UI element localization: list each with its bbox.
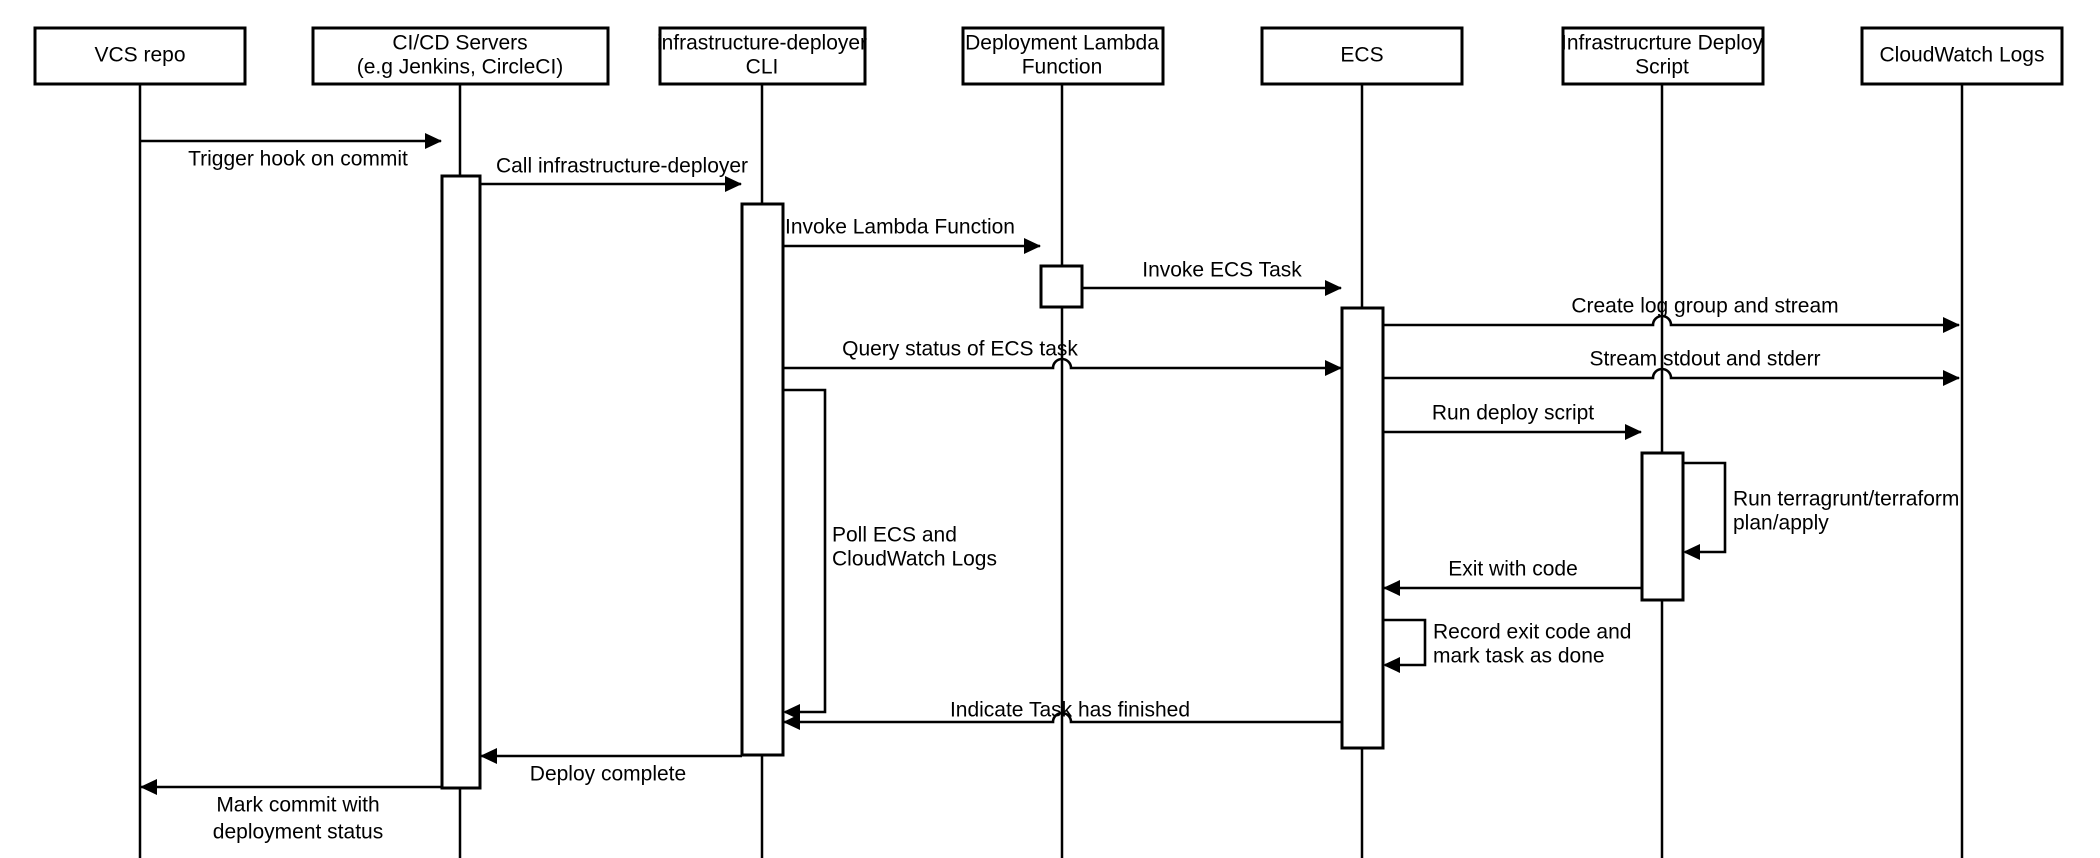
participant-box-cicd [311,26,610,86]
participant-box-ecs [1260,26,1464,86]
message-line-m10 [784,711,1342,724]
participant-box-vcs [33,26,247,86]
arrowhead-m5 [1943,317,1960,333]
self-message-label-deploy: plan/apply [1733,512,1829,535]
arrowhead-m3 [1024,238,1041,254]
message-label-m3: Invoke Lambda Function [785,216,1015,239]
self-message-label-ecs: Record exit code and [1433,621,1631,644]
participant-label-logs: CloudWatch Logs [1880,44,2045,67]
message-label-m2: Call infrastructure-deployer [496,155,748,178]
participant-label-lambda: Function [1022,56,1103,79]
arrowhead-m9 [1383,580,1400,596]
message-label-m7: Stream stdout and stderr [1589,348,1820,371]
activation-bar-ecs [1340,306,1385,750]
arrowhead-m11 [480,748,497,764]
message-label-m11: Deploy complete [530,763,686,786]
message-label-m6: Query status of ECS task [842,338,1078,361]
message-m7[interactable]: Stream stdout and stderr [1383,348,1960,386]
lifelines-layer [138,84,1964,858]
message-m4[interactable]: Invoke ECS Task [1082,259,1342,296]
self-message-line-cli [783,388,827,714]
message-line-m6 [783,357,1341,370]
arrowhead-m1 [425,133,442,149]
participant-label-cicd: (e.g Jenkins, CircleCI) [357,56,564,79]
participant-label-cli: CLI [746,56,779,79]
arrowhead-m12 [140,779,157,795]
message-m6[interactable]: Query status of ECS task [783,338,1342,376]
message-label-m8: Run deploy script [1432,402,1594,425]
message-label-m12: Mark commit with [216,794,379,817]
message-label-m9: Exit with code [1448,558,1578,581]
participant-box-deploy [1561,26,1765,86]
activation-bar-deploy [1640,451,1685,602]
self-message-line-ecs [1383,618,1427,667]
arrowhead-m6 [1325,360,1342,376]
message-label-m5: Create log group and stream [1571,295,1838,318]
message-m12[interactable]: Mark commit with [140,779,442,817]
message-line-m5 [1383,314,1959,327]
participant-box-lambda [961,26,1165,86]
participant-box-cli [658,26,867,86]
participant-cicd[interactable]: CI/CD Servers(e.g Jenkins, CircleCI) [311,26,610,86]
activation-bar-cli [740,202,785,757]
self-message-label-cli: Poll ECS and [832,524,957,547]
participant-ecs[interactable]: ECS [1260,26,1464,86]
arrowhead-self-ecs [1383,657,1400,673]
self-message-label-cli: CloudWatch Logs [832,548,997,571]
message-m10[interactable]: Indicate Task has finished [783,699,1342,730]
extra-labels-layer: deployment status [213,821,383,844]
participant-label-cli: infrastructure-deployer [657,32,867,55]
participant-vcs[interactable]: VCS repo [33,26,247,86]
message-m9[interactable]: Exit with code [1383,558,1642,596]
participant-label-deploy: Infrastrucrture Deploy [1561,32,1763,55]
participant-box-logs [1860,26,2064,86]
participant-label-cicd: CI/CD Servers [392,32,527,55]
message-label-m4: Invoke ECS Task [1142,259,1302,282]
arrowhead-m4 [1325,280,1342,296]
arrowhead-m8 [1625,424,1642,440]
activation-bar-lambda [1039,264,1084,309]
message-m11[interactable]: Deploy complete [480,748,742,786]
arrowhead-m2 [725,176,742,192]
messages-layer: Trigger hook on commit Call infrastructur… [140,133,1960,817]
participant-label-vcs: VCS repo [94,44,185,67]
arrowhead-m7 [1943,370,1960,386]
message-m1[interactable]: Trigger hook on commit [140,133,442,171]
message-m5[interactable]: Create log group and stream [1383,295,1960,333]
arrowhead-self-cli [783,704,800,720]
message-m3[interactable]: Invoke Lambda Function [783,216,1041,254]
participant-logs[interactable]: CloudWatch Logs [1860,26,2064,86]
message-label-m10: Indicate Task has finished [950,699,1190,722]
message-m2[interactable]: Call infrastructure-deployer [480,155,748,192]
message-line-m7 [1383,367,1959,380]
self-message-line-deploy [1683,461,1727,554]
participant-label-lambda: Deployment Lambda [965,32,1159,55]
activations-layer [440,174,1685,790]
participants-layer: VCS repo CI/CD Servers(e.g Jenkins, Circl… [33,26,2064,86]
message-label-m1: Trigger hook on commit [188,148,408,171]
activation-bar-cicd [440,174,482,790]
self-message-label-deploy: Run terragrunt/terraform [1733,488,1959,511]
participant-label-ecs: ECS [1340,44,1383,67]
arrowhead-self-deploy [1683,544,1700,560]
self-message-label-ecs: mark task as done [1433,645,1605,668]
participant-label-deploy: Script [1635,56,1689,79]
label-mark-commit-line2: deployment status [213,821,383,844]
message-m8[interactable]: Run deploy script [1383,402,1642,440]
